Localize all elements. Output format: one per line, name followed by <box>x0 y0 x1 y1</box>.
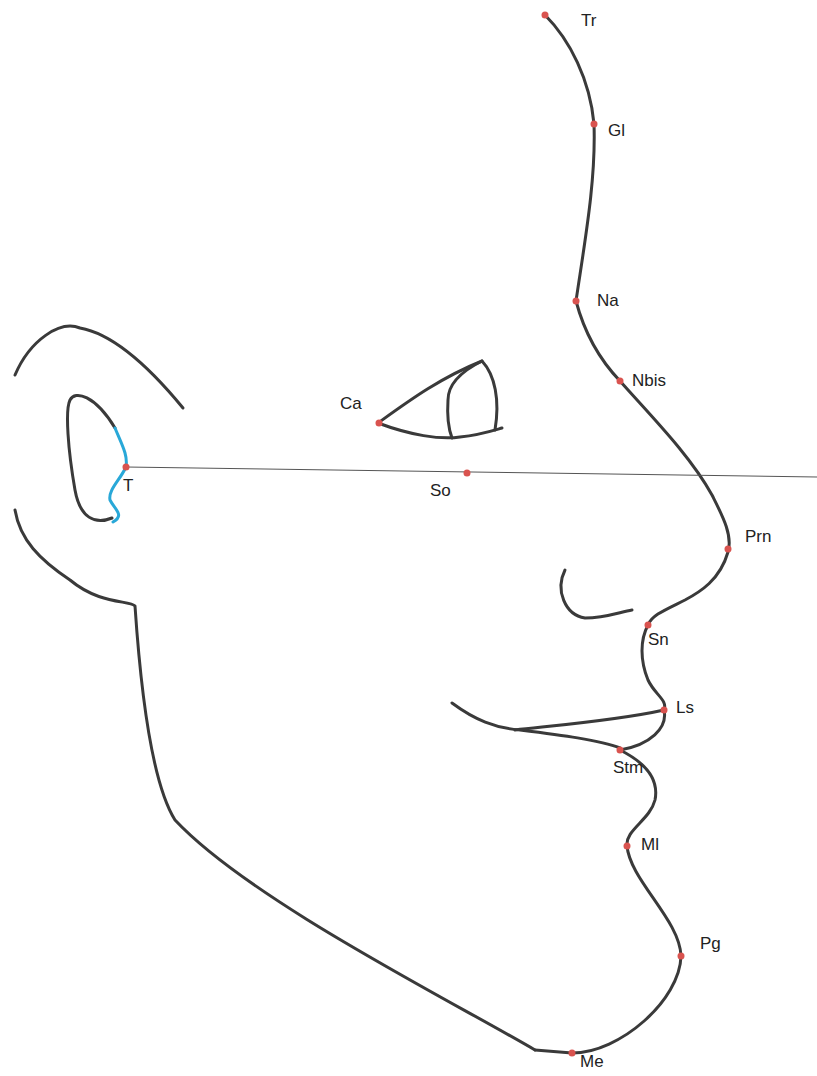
landmark-label: Pg <box>700 934 721 954</box>
jaw-outline <box>15 510 535 1050</box>
profile-outline <box>535 15 729 1053</box>
landmark-label: Ls <box>676 698 694 718</box>
landmark-label: So <box>430 481 451 501</box>
landmark-label: T <box>123 476 133 496</box>
nostril <box>561 570 632 618</box>
landmark-label: Prn <box>745 527 771 547</box>
landmark-label: Ml <box>641 835 659 855</box>
landmark-label: Gl <box>608 121 625 141</box>
horizontal-reference-line <box>126 467 817 477</box>
landmark-label: Stm <box>613 758 643 778</box>
tragus-line <box>110 428 127 522</box>
ear-top <box>15 326 183 408</box>
eye-lower <box>378 423 502 438</box>
mouth-upper <box>515 710 664 730</box>
landmark-label: Me <box>580 1052 604 1072</box>
landmark-label: Na <box>597 291 619 311</box>
inner-ear <box>68 395 115 520</box>
landmark-label: Ca <box>340 394 362 414</box>
landmark-label: Nbis <box>632 371 666 391</box>
landmark-label: Sn <box>648 630 669 650</box>
eye-iris <box>448 361 497 438</box>
landmark-dots <box>123 12 732 1057</box>
mouth-lower <box>452 703 620 748</box>
landmark-label: Tr <box>581 11 596 31</box>
